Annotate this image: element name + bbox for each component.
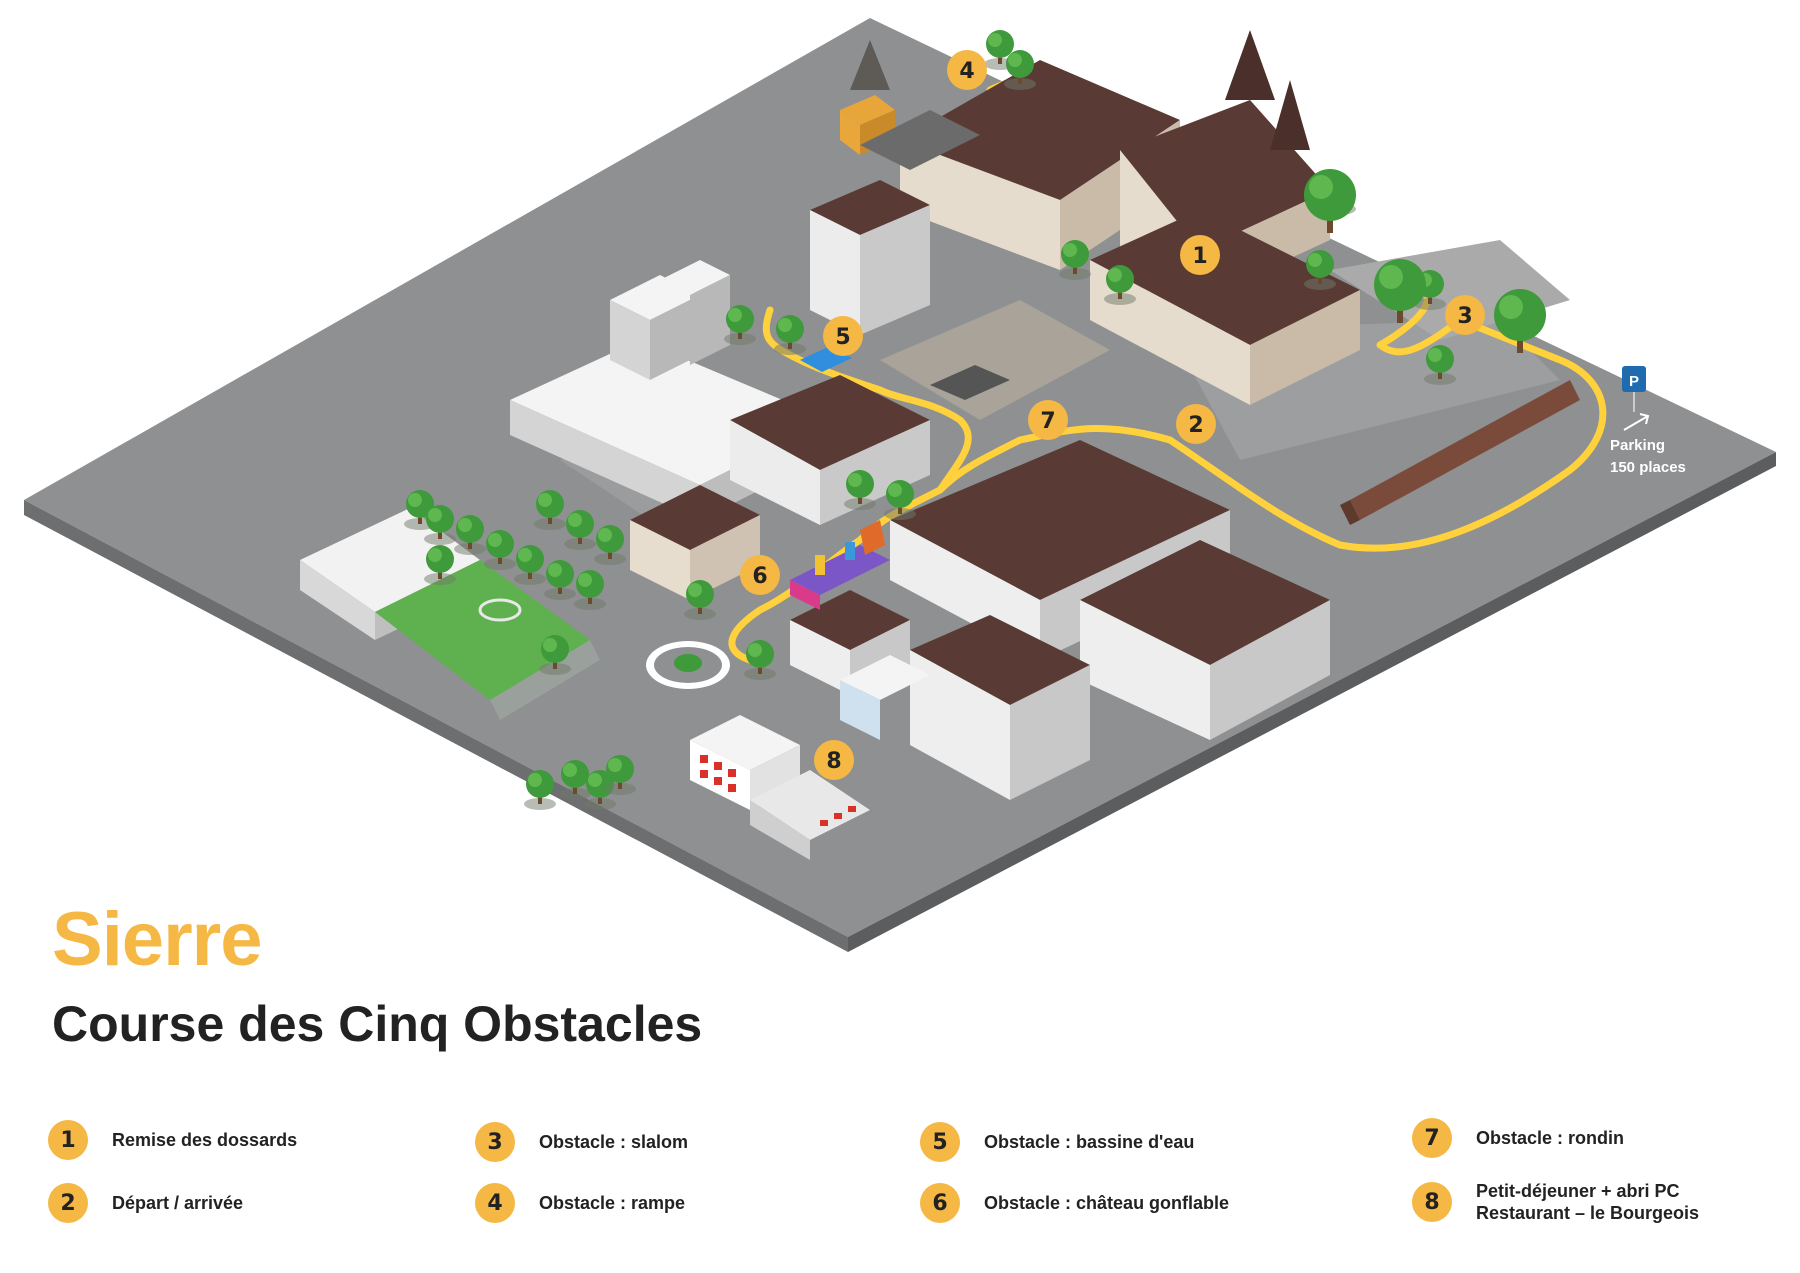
- castle-building: [810, 30, 1360, 405]
- legend-badge-4: 4: [475, 1183, 515, 1223]
- map-marker-4[interactable]: 4: [947, 50, 987, 90]
- retaining-wall: [1340, 380, 1580, 525]
- map-marker-1[interactable]: 1: [1180, 235, 1220, 275]
- svg-text:1: 1: [1192, 244, 1207, 269]
- legend-item-1: 1 Remise des dossards: [48, 1120, 297, 1160]
- svg-text:8: 8: [826, 749, 841, 774]
- main-complex: [890, 440, 1330, 740]
- svg-text:2: 2: [1188, 413, 1203, 438]
- arrow-up-right-icon: [1623, 413, 1650, 431]
- roundabout: [646, 641, 730, 689]
- legend-label-8: Petit-déjeuner + abri PC Restaurant – le…: [1476, 1180, 1699, 1224]
- house-left: [630, 485, 760, 600]
- legend-item-5: 5 Obstacle : bassine d'eau: [920, 1122, 1194, 1162]
- svg-text:5: 5: [835, 325, 850, 350]
- courtyard-fountain: [930, 365, 1010, 400]
- svg-text:4: 4: [959, 59, 974, 84]
- apartment-bottom: [790, 590, 1090, 800]
- legend-label-8-line1: Petit-déjeuner + abri PC: [1476, 1181, 1680, 1201]
- parking-sign-icon[interactable]: P: [1622, 366, 1646, 412]
- legend-item-3: 3 Obstacle : slalom: [475, 1122, 688, 1162]
- legend-badge-6: 6: [920, 1183, 960, 1223]
- map-marker-5[interactable]: 5: [823, 316, 863, 356]
- legend-item-2: 2 Départ / arrivée: [48, 1183, 243, 1223]
- legend-label-2: Départ / arrivée: [112, 1193, 244, 1213]
- legend-label-7: Obstacle : rondin: [1476, 1128, 1625, 1148]
- church-building: [840, 40, 980, 170]
- event-title: Course des Cinq Obstacles: [52, 996, 703, 1052]
- legend-label-3: Obstacle : slalom: [539, 1132, 689, 1152]
- legend-label-6: Obstacle : château gonflable: [984, 1193, 1230, 1213]
- legend-badge-7: 7: [1412, 1118, 1452, 1158]
- svg-text:6: 6: [752, 564, 767, 589]
- parking-label: Parking: [1610, 437, 1665, 454]
- svg-text:3: 3: [1457, 304, 1472, 329]
- legend-label-8-line2: Restaurant – le Bourgeois: [1476, 1203, 1700, 1223]
- map-marker-3[interactable]: 3: [1445, 295, 1485, 335]
- svg-text:P: P: [1629, 373, 1639, 390]
- legend-item-8: 8 Petit-déjeuner + abri PC Restaurant – …: [1412, 1180, 1699, 1224]
- map-marker-7[interactable]: 7: [1028, 400, 1068, 440]
- legend-badge-2: 2: [48, 1183, 88, 1223]
- parking-capacity: 150 places: [1610, 459, 1686, 476]
- isometric-map: P Parking 150 places: [24, 18, 1776, 952]
- restaurant-building: [690, 715, 870, 860]
- inflatable-castle: [790, 520, 890, 610]
- map-marker-6[interactable]: 6: [740, 555, 780, 595]
- legend-badge-1: 1: [48, 1120, 88, 1160]
- apartment-mid-left: [730, 375, 930, 525]
- legend-item-7: 7 Obstacle : rondin: [1412, 1118, 1624, 1158]
- legend-label-5: Obstacle : bassine d'eau: [984, 1132, 1195, 1152]
- legend-item-6: 6 Obstacle : château gonflable: [920, 1183, 1229, 1223]
- legend-badge-8: 8: [1412, 1182, 1452, 1222]
- map-marker-8[interactable]: 8: [814, 740, 854, 780]
- legend-label-1: Remise des dossards: [112, 1130, 298, 1150]
- legend-badge-3: 3: [475, 1122, 515, 1162]
- legend-label-4: Obstacle : rampe: [539, 1193, 686, 1213]
- legend-badge-5: 5: [920, 1122, 960, 1162]
- svg-text:7: 7: [1040, 409, 1055, 434]
- city-title: Sierre: [52, 897, 262, 982]
- legend-item-4: 4 Obstacle : rampe: [475, 1183, 685, 1223]
- map-marker-2[interactable]: 2: [1176, 404, 1216, 444]
